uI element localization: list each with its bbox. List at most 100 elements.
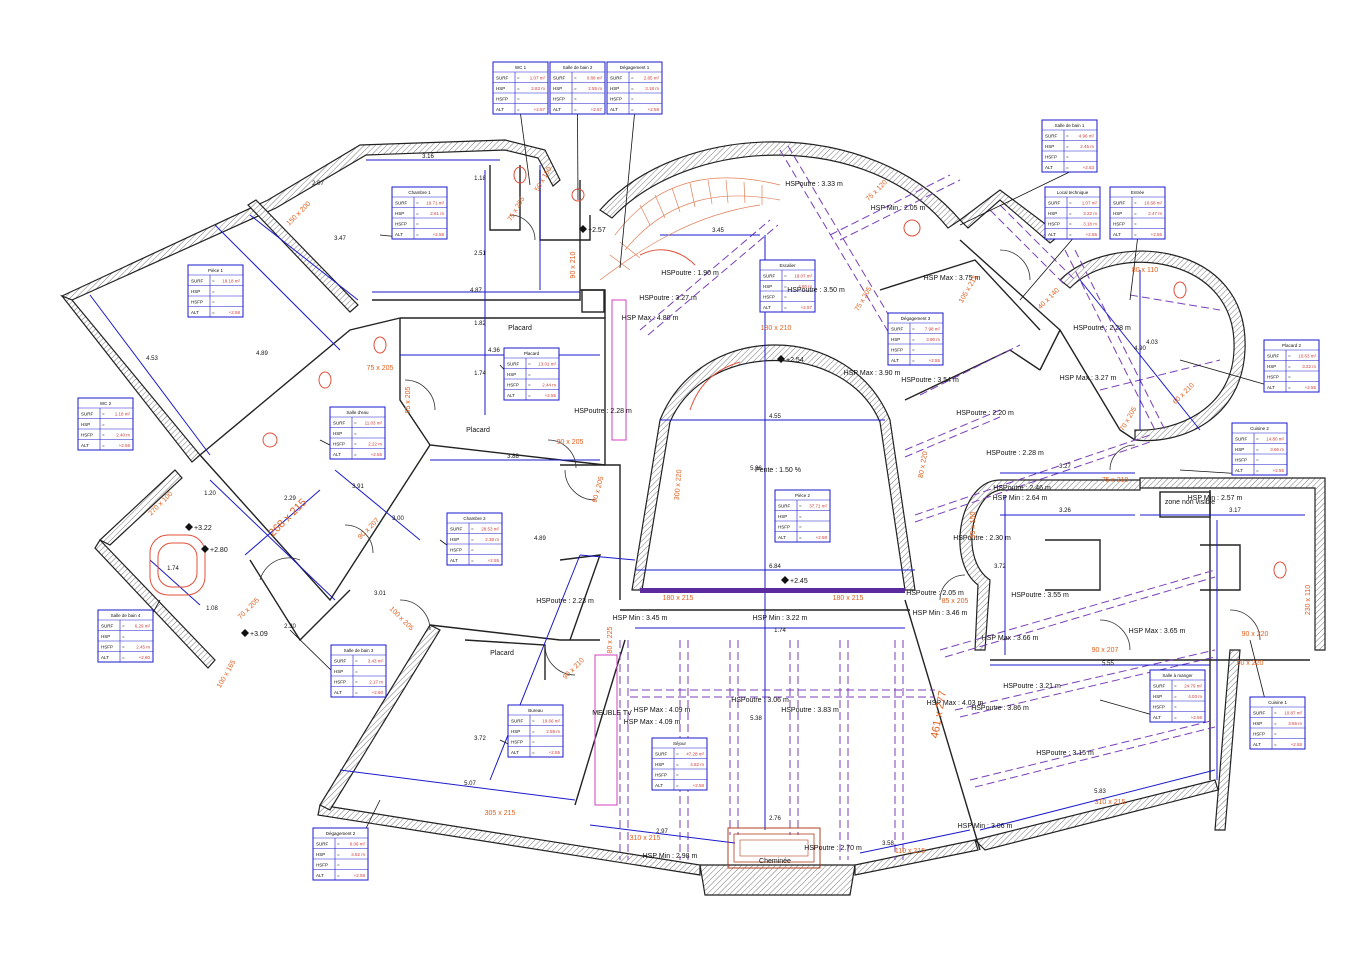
wall-west-bath4 bbox=[98, 469, 183, 546]
room-tag-value: 47.28 m² bbox=[686, 752, 704, 757]
room-tag-eq: = bbox=[1066, 165, 1069, 170]
room-tag-eq: = bbox=[102, 412, 105, 417]
room-tag-eq: = bbox=[574, 76, 577, 81]
opening-size-label: 75 x 205 bbox=[367, 365, 394, 372]
room-tag-value: +2.55 bbox=[371, 452, 383, 457]
room-tag-eq: = bbox=[355, 669, 358, 674]
room-tag-eq: = bbox=[1174, 684, 1177, 689]
opening-size-label: 310 x 215 bbox=[1095, 799, 1126, 806]
wall-north-right bbox=[959, 189, 1061, 244]
ceiling-height-label: HSPoutre : 3.54 m bbox=[901, 377, 959, 384]
ceiling-height-label: HSPoutre : 1.90 m bbox=[661, 270, 719, 277]
room-tag-eq: = bbox=[532, 729, 535, 734]
room-tag-key: HSP bbox=[507, 372, 516, 377]
room-tag-key: HSP bbox=[1153, 694, 1162, 699]
room-tag-value: 3.66 m bbox=[1270, 447, 1284, 452]
room-tag-value: +2.55 bbox=[1305, 385, 1317, 390]
dimension-label: 4.03 bbox=[1146, 340, 1158, 346]
dimension-label: 5.38 bbox=[750, 716, 762, 722]
room-tag-value: 1.07 m² bbox=[530, 76, 546, 81]
ceiling-height-label: HSPoutre : 3.06 m bbox=[731, 697, 789, 704]
opening-size-label: 90 x 210 bbox=[570, 251, 577, 278]
room-tag-key: SURF bbox=[333, 421, 346, 426]
wall-west-salon bbox=[319, 624, 441, 811]
ceiling-height-label: HSP Max : 4.09 m bbox=[634, 707, 691, 714]
opening-size-label: 55 x 150 bbox=[970, 511, 977, 538]
area-label: zone non visible bbox=[1165, 499, 1215, 506]
ceiling-height-label: HSPoutre : 3.86 m bbox=[971, 705, 1029, 712]
ceiling-height-label: HSP Min : 3.46 m bbox=[913, 610, 968, 617]
room-tag-value: +2.60 bbox=[372, 690, 384, 695]
dimension-label: 3.27 bbox=[1059, 464, 1071, 470]
dimension-label: 3.00 bbox=[392, 516, 404, 522]
dimension-label: 4.36 bbox=[488, 348, 500, 354]
room-tag-eq: = bbox=[355, 680, 358, 685]
dimension-label: 3.72 bbox=[474, 736, 486, 742]
level-marker: +3.09 bbox=[241, 629, 268, 638]
room-tag-title: Dégagement 1 bbox=[620, 65, 650, 70]
chimney-icon bbox=[727, 827, 821, 869]
room-tag-key: SURF bbox=[316, 842, 329, 847]
opening-size-label: 85 x 205 bbox=[405, 386, 412, 413]
dimension-label: 2.51 bbox=[474, 251, 486, 257]
area-label: MEUBLE TV bbox=[592, 710, 632, 717]
room-tag-value: +2.58 bbox=[816, 535, 828, 540]
room-tag-key: ALT bbox=[191, 310, 199, 315]
room-tag-eq: = bbox=[1134, 211, 1137, 216]
room-tag-key: HSP bbox=[333, 431, 342, 436]
dimension-label: 4.87 bbox=[470, 288, 482, 294]
dimension-label: 4.55 bbox=[769, 414, 781, 420]
room-tag-value: 2.22 m bbox=[368, 442, 382, 447]
room-tag-value: 4.82 m bbox=[690, 762, 704, 767]
wall-south-east bbox=[854, 839, 979, 876]
room-tag-key: SURF bbox=[1153, 684, 1166, 689]
room-tag-value: 13.01 m² bbox=[538, 362, 556, 367]
room-tag-value: +2.55 bbox=[1086, 232, 1098, 237]
room-tag-eq: = bbox=[1069, 222, 1072, 227]
room-tag-value: 3.43 m² bbox=[368, 659, 384, 664]
room-tag-key: SURF bbox=[778, 504, 791, 509]
room-tag-title: Salle de bain 1 bbox=[1055, 123, 1085, 128]
room-tag-eq: = bbox=[471, 527, 474, 532]
room-tag-value: 3.90 m bbox=[926, 337, 940, 342]
room-tag-value: 28.53 m² bbox=[481, 527, 499, 532]
room-tag-eq: = bbox=[416, 201, 419, 206]
room-tag-value: 1.18 m² bbox=[115, 412, 131, 417]
room-tag-value: 3.22 m bbox=[1083, 211, 1097, 216]
room-tag-key: HSFP bbox=[191, 300, 203, 305]
room-tag-key: ALT bbox=[891, 358, 899, 363]
room-tag-eq: = bbox=[416, 232, 419, 237]
room-tag-value: 2.17 m bbox=[369, 680, 383, 685]
room-tag-eq: = bbox=[912, 337, 915, 342]
room-tag-value: +2.55 bbox=[488, 558, 500, 563]
ceiling-height-label: HSPoutre : 2.28 m bbox=[574, 408, 632, 415]
room-tag-eq: = bbox=[574, 86, 577, 91]
ceiling-height-label: HSPoutre : 3.21 m bbox=[1003, 683, 1061, 690]
opening-size-label: 305 x 215 bbox=[485, 810, 516, 817]
room-tag-eq: = bbox=[631, 97, 634, 102]
opening-size-label: 100 x 165 bbox=[216, 659, 237, 689]
room-tag-eq: = bbox=[517, 107, 520, 112]
room-tag-value: 2.45 m bbox=[136, 645, 150, 650]
room-tag-eq: = bbox=[337, 873, 340, 878]
room-tag-eq: = bbox=[1288, 364, 1291, 369]
room-tag-key: SURF bbox=[610, 76, 623, 81]
dimension-label: 2.97 bbox=[656, 829, 668, 835]
dimension-label: 4.90 bbox=[1134, 346, 1146, 352]
room-tag-eq: = bbox=[676, 783, 679, 788]
ceiling-height-label: HSPoutre : 2.05 m bbox=[906, 590, 964, 597]
room-tag-key: HSFP bbox=[1267, 375, 1279, 380]
level-value: +3.09 bbox=[250, 631, 268, 638]
room-tag-key: HSP bbox=[553, 86, 562, 91]
opening-size-label: 100 x 205 bbox=[388, 606, 415, 633]
room-tag-eq: = bbox=[631, 86, 634, 91]
room-tag-eq: = bbox=[631, 76, 634, 81]
room-tag-eq: = bbox=[1274, 721, 1277, 726]
doors bbox=[259, 214, 1261, 676]
dimension-label: 2.29 bbox=[284, 496, 296, 502]
